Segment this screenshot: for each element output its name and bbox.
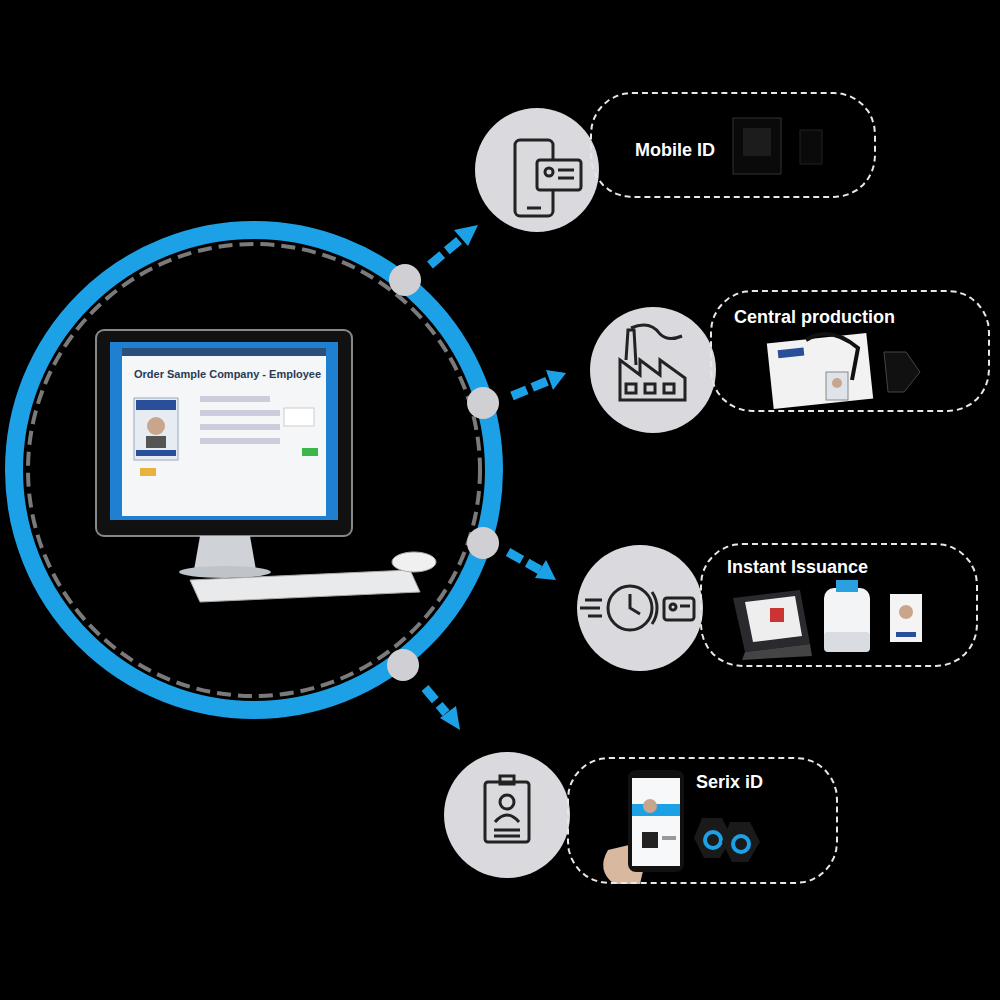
phone-icon <box>515 140 581 216</box>
arrowheads <box>440 225 566 730</box>
instant-issuance-images <box>733 580 922 660</box>
badge-icon <box>485 776 529 842</box>
output-label: Mobile ID <box>635 140 715 162</box>
factory-icon <box>620 325 685 400</box>
output-label: Central production <box>734 307 895 329</box>
arrows <box>425 238 550 713</box>
screen-title: Order Sample Company - Employee <box>134 368 321 380</box>
mobile-id-images <box>733 118 822 174</box>
output-box: Mobile ID <box>590 92 876 198</box>
dashed-ring <box>28 244 480 696</box>
monitor <box>96 330 436 602</box>
icon-circles <box>444 108 716 878</box>
blue-ring <box>14 230 494 710</box>
output-box: Central production <box>710 290 990 412</box>
clock-icon <box>580 586 694 630</box>
output-box: Serix iD <box>567 757 838 884</box>
output-label: Serix iD <box>696 772 763 794</box>
output-box: Instant Issuance <box>700 543 978 667</box>
output-label: Instant Issuance <box>727 557 868 579</box>
central-production-images <box>767 333 920 409</box>
ring-dots <box>387 264 499 681</box>
